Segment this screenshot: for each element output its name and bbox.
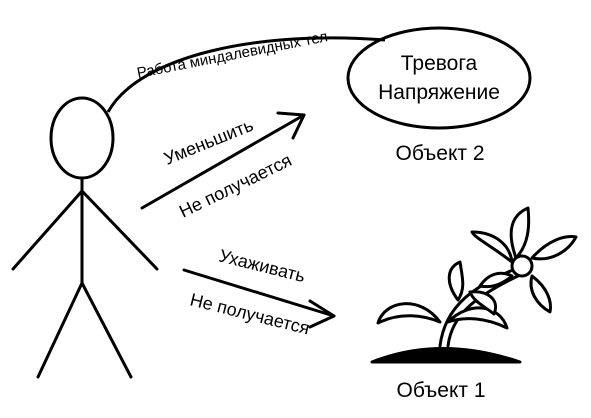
flower-leaf-right — [446, 306, 509, 330]
connection-curve — [106, 36, 386, 113]
flower-petal-lower-left — [478, 271, 514, 289]
flower-petal-topleft — [470, 230, 514, 264]
arrow-upper-head — [276, 111, 306, 140]
flower-leaf-left — [376, 302, 442, 325]
flower-leaf-mid-right — [468, 290, 497, 316]
object2-caption: Объект 2 — [395, 142, 484, 165]
flower-center — [510, 254, 534, 278]
object2-line1: Тревога — [401, 52, 478, 75]
flower-petal-top — [509, 206, 531, 260]
arrow-lower — [182, 268, 336, 329]
figure-head — [49, 96, 115, 180]
figure-right-arm — [80, 189, 159, 271]
arrow-lower-action: Ухаживать — [217, 245, 307, 286]
connection-label: Работа миндалевидных тел — [136, 28, 330, 82]
object2-ellipse — [346, 26, 532, 130]
arrow-upper — [140, 111, 306, 210]
arrow-upper-action: Уменьшить — [161, 115, 256, 169]
flower-stem-inner — [446, 272, 524, 348]
figure-left-leg — [36, 281, 84, 379]
object2-line2: Напряжение — [378, 81, 500, 104]
arrow-lower-result: Не получается — [188, 289, 312, 338]
arrow-lower-head — [308, 299, 336, 329]
object1-caption: Объект 1 — [396, 379, 485, 402]
flower-leaf-mid-left — [447, 260, 465, 302]
stick-figure — [11, 96, 159, 379]
flower-petal-lower-right — [529, 274, 552, 314]
arrow-upper-result: Не получается — [176, 150, 295, 222]
flower-petal-right — [530, 235, 578, 261]
flower-ground — [370, 347, 522, 364]
flower-icon — [370, 206, 578, 364]
figure-right-leg — [80, 281, 133, 379]
figure-left-arm — [11, 189, 84, 271]
